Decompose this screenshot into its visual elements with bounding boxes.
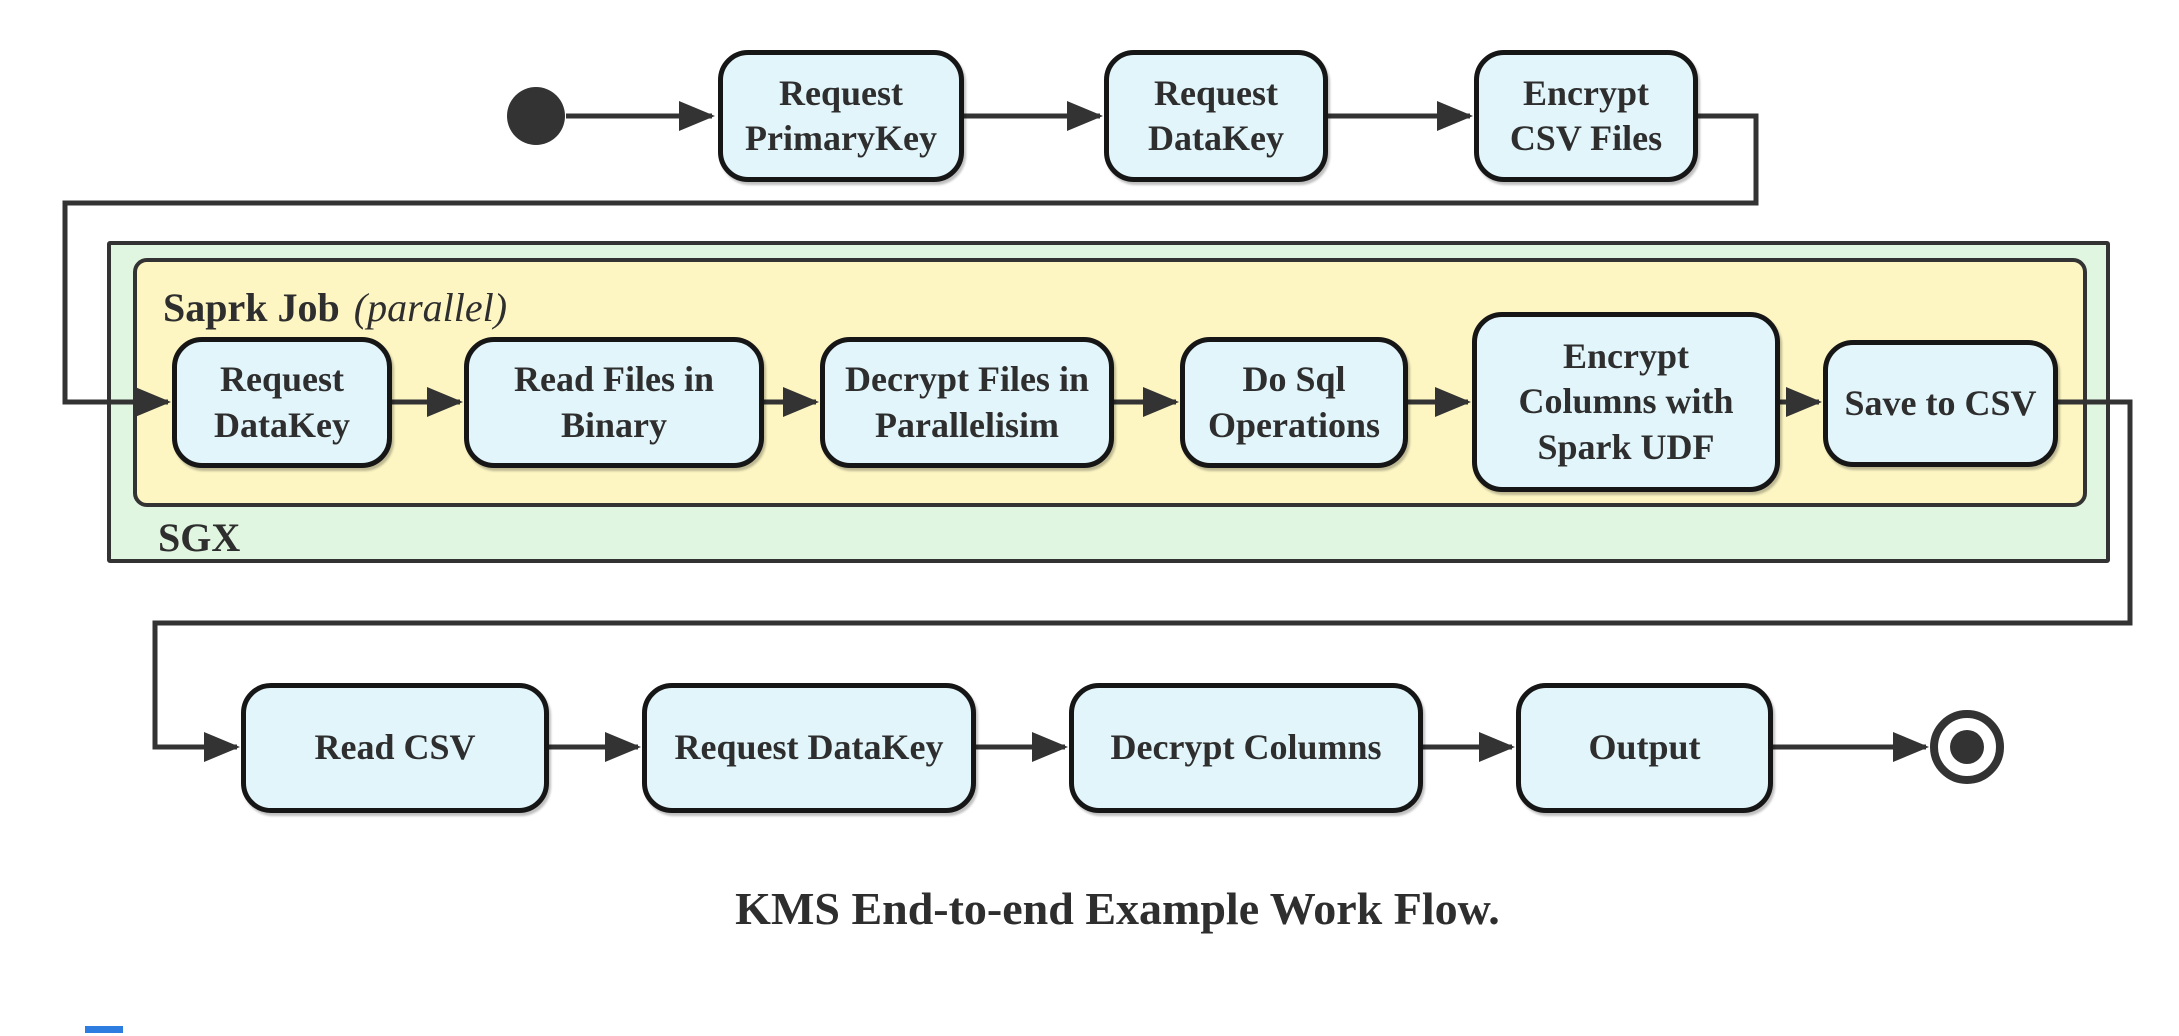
blue-dash-artifact: [85, 1026, 123, 1033]
node-output: Output: [1516, 683, 1773, 813]
start-state-icon: [507, 87, 565, 145]
spark-job-label-bold: Saprk Job: [163, 285, 340, 330]
node-label-line: Output: [1588, 727, 1701, 768]
node-spark-request-datakey: Request DataKey: [172, 337, 392, 468]
edge-encrypt-csv-to-spark-request-datakey: [62, 113, 1759, 417]
node-label-line: Encrypt: [1523, 72, 1649, 113]
node-label-line: Operations: [1207, 404, 1380, 445]
node-encrypt-csv-files: Encrypt CSV Files: [1474, 50, 1698, 182]
node-read-files-in-binary: Read Files in Binary: [464, 337, 764, 468]
node-label-line: Save to CSV: [1844, 382, 2037, 423]
node-do-sql-operations: Do Sql Operations: [1180, 337, 1408, 468]
node-label-line: Read CSV: [314, 727, 476, 768]
node-label-line: Spark UDF: [1537, 426, 1715, 467]
node-request-primarykey: Request PrimaryKey: [718, 50, 964, 182]
node-label-line: Parallelisim: [875, 404, 1059, 445]
node-encrypt-columns-with-spark-udf: Encrypt Columns with Spark UDF: [1472, 312, 1780, 492]
node-request-datakey-bottom: Request DataKey: [642, 683, 976, 813]
node-decrypt-columns: Decrypt Columns: [1069, 683, 1423, 813]
node-label-line: Binary: [560, 404, 667, 445]
spark-job-label-italic: (parallel): [353, 285, 508, 330]
sgx-label: SGX: [158, 515, 241, 560]
node-decrypt-files-in-parallelisim: Decrypt Files in Parallelisim: [820, 337, 1114, 468]
diagram-caption: KMS End-to-end Example Work Flow.: [735, 883, 1500, 934]
node-label-line: PrimaryKey: [745, 118, 937, 158]
edge-save-csv-to-read-csv: [152, 399, 2133, 762]
node-label-line: DataKey: [214, 404, 350, 445]
node-label-line: DataKey: [1148, 118, 1284, 158]
node-label-line: CSV Files: [1509, 118, 1663, 158]
spark-job-label: Saprk Job (parallel): [163, 284, 507, 331]
node-request-datakey-top: Request DataKey: [1104, 50, 1328, 182]
node-label-line: Decrypt Files in: [845, 359, 1089, 400]
node-label-line: Columns with: [1518, 381, 1734, 422]
node-label-line: Decrypt Columns: [1110, 727, 1382, 768]
node-save-to-csv: Save to CSV: [1823, 340, 2058, 467]
node-label-line: Request: [220, 359, 344, 400]
node-label-line: Request: [1154, 72, 1278, 113]
node-label-line: Request: [779, 72, 903, 113]
node-label-line: Do Sql: [1242, 359, 1346, 400]
node-label-line: Request DataKey: [674, 727, 944, 768]
node-read-csv: Read CSV: [241, 683, 549, 813]
node-label-line: Encrypt: [1563, 335, 1689, 376]
node-label-line: Read Files in: [513, 359, 714, 400]
end-state-icon: [1930, 710, 2004, 784]
